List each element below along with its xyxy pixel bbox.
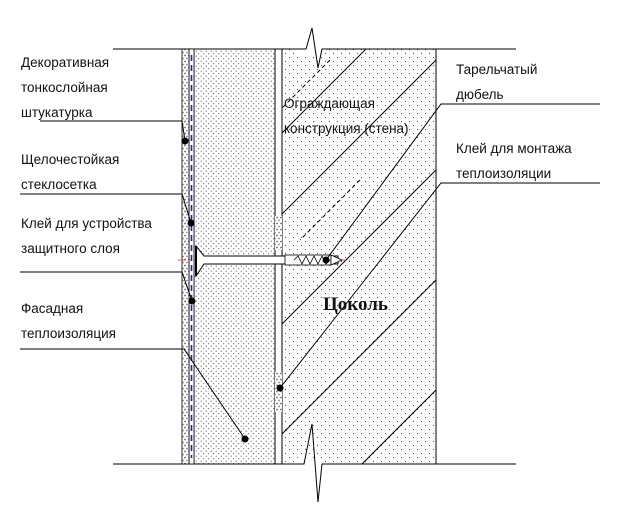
leader-facade-insulation <box>20 348 249 443</box>
leader-mounting-adhesive <box>276 182 600 392</box>
leader-decorative-plaster <box>40 120 189 145</box>
wall-hatching <box>281 48 437 465</box>
label-enclosing-structure: Ограждающая конструкция (стена) <box>284 96 409 136</box>
leader-protective-adhesive <box>20 271 196 305</box>
label-dowel: Тарельчатый дюбель <box>456 62 541 102</box>
adhesive-dab-lower <box>275 372 282 412</box>
label-plinth: Цоколь <box>323 294 388 315</box>
label-protective-adhesive: Клей для устройства защитного слоя <box>21 216 156 256</box>
decorative-plaster-layer <box>181 48 190 465</box>
label-mounting-adhesive: Клей для монтажа теплоизоляции <box>456 141 575 181</box>
leader-mesh <box>20 193 195 227</box>
adhesive-dab-upper <box>275 216 282 250</box>
label-facade-insulation: Фасадная теплоизоляция <box>21 301 116 341</box>
bottom-break-mark <box>296 423 330 503</box>
dowel <box>178 244 350 278</box>
leader-dowel <box>322 103 600 264</box>
label-decorative-plaster: Декоративная тонкослойная штукатурка <box>21 55 113 120</box>
label-mesh: Щелочестойкая стеклосетка <box>21 152 123 192</box>
top-break-mark <box>296 27 330 69</box>
